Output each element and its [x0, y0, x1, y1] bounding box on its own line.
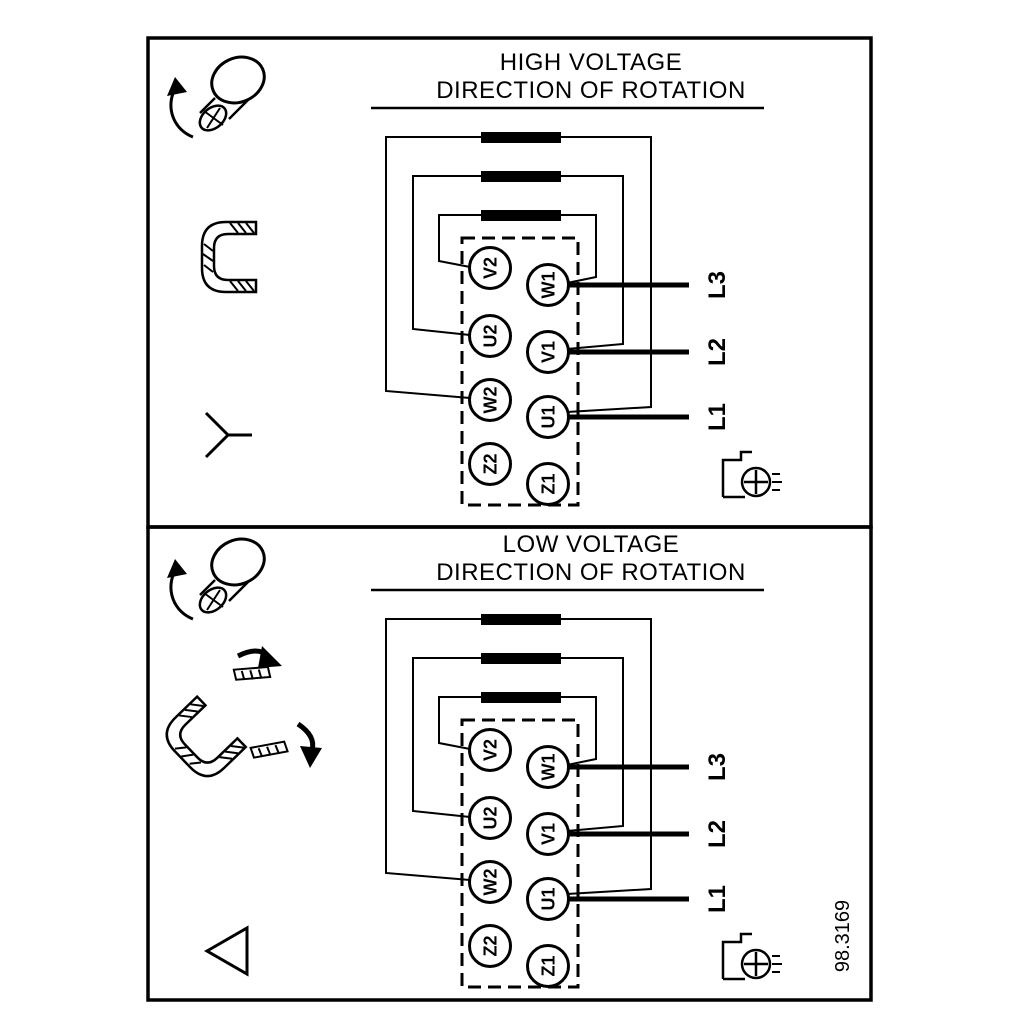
jumper-bit-hatching	[240, 669, 263, 681]
rotation-arrowhead	[300, 746, 322, 768]
panel-title-line2: DIRECTION OF ROTATION	[436, 77, 746, 104]
wiring-assembly-high	[167, 49, 782, 505]
low-voltage-panel: LOW VOLTAGE DIRECTION OF ROTATION	[146, 525, 873, 1002]
delta-jumper-icon	[157, 646, 322, 786]
delta-jumper-bit	[232, 665, 272, 681]
panel-frame	[146, 525, 873, 1002]
star-symbol	[204, 411, 252, 459]
figure-reference: 98.3169	[832, 900, 854, 972]
delta-jumper-bit	[249, 740, 289, 759]
delta-symbol	[203, 925, 249, 977]
wiring-assembly-low	[167, 531, 782, 987]
panel-title-line1: LOW VOLTAGE	[503, 531, 680, 558]
delta-jumper-bracket	[157, 695, 248, 786]
high-voltage-panel: HIGH VOLTAGE DIRECTION OF ROTATION	[146, 36, 873, 529]
rotation-arrowhead	[258, 646, 282, 668]
panel-title-line1: HIGH VOLTAGE	[500, 49, 682, 76]
jumper-bit-hatching	[257, 744, 280, 758]
star-jumper-icon	[200, 220, 258, 294]
panel-title-line2: DIRECTION OF ROTATION	[436, 559, 746, 586]
